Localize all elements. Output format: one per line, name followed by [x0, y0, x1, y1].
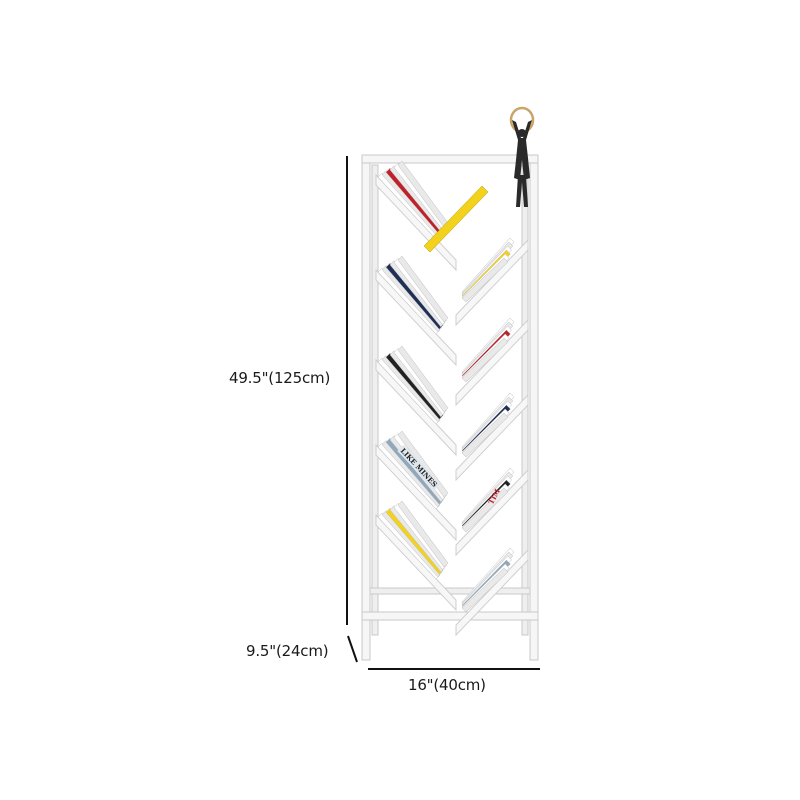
figurine-decoration: [509, 106, 535, 207]
book: [397, 500, 449, 568]
left-back-post: [371, 164, 379, 636]
right-shelf-board: [455, 468, 529, 557]
right-shelf-board: [455, 548, 529, 637]
yellow-book: [423, 185, 489, 253]
right-front-post: [529, 154, 539, 661]
depth-dimension-line: [347, 635, 358, 663]
right-shelf-board: [455, 238, 529, 327]
book: [461, 257, 509, 303]
width-label: 16"(40cm): [408, 676, 486, 694]
right-shelf-board: [455, 318, 529, 407]
bottom-rail: [361, 611, 539, 621]
book: [461, 567, 509, 613]
herringbone-shelves: [375, 160, 529, 637]
right-shelf-board: [455, 393, 529, 482]
dimension-lines: [346, 156, 540, 670]
height-label: 49.5"(125cm): [229, 369, 331, 387]
book: [461, 487, 509, 533]
depth-label: 9.5"(24cm): [246, 642, 329, 660]
left-front-post: [361, 154, 371, 661]
top-rail: [361, 154, 539, 164]
book: [397, 345, 449, 413]
book: [461, 337, 509, 383]
book: [397, 255, 449, 323]
book: [461, 412, 509, 458]
figurine-ring: [509, 106, 535, 134]
